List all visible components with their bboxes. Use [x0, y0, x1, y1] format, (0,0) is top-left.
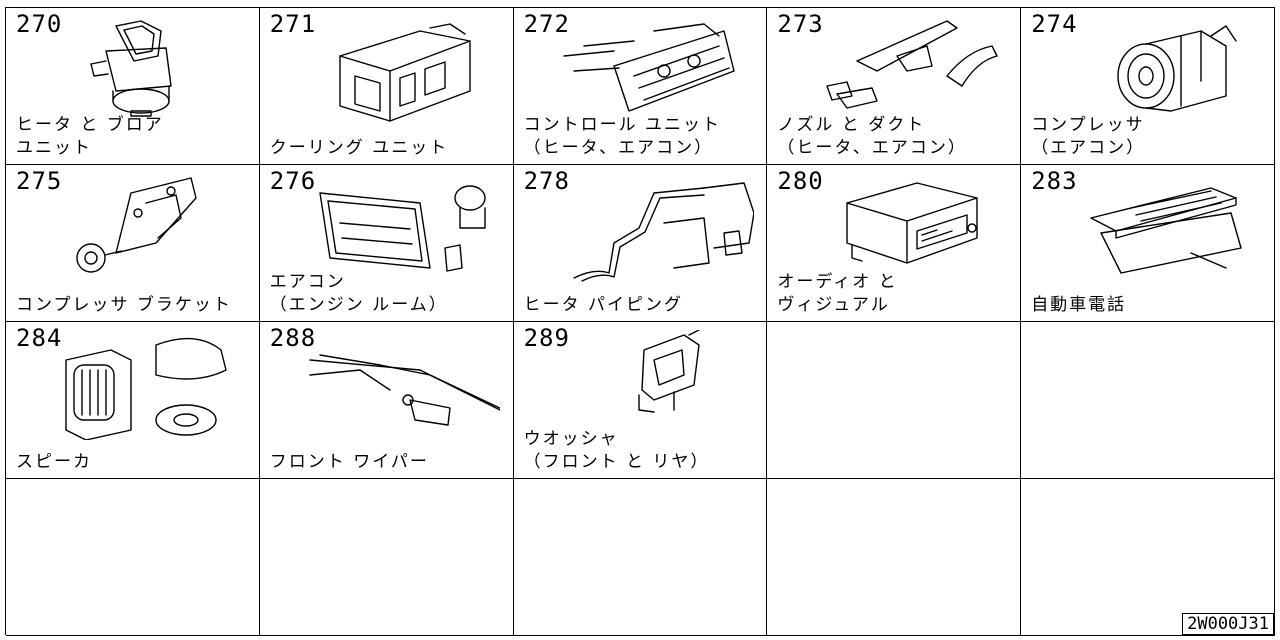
diagram-code: 2W000J31 [1182, 613, 1274, 635]
part-cell-278[interactable]: 278 ヒータ パイピング [513, 165, 768, 322]
part-label: ヒータ と ブロア ユニット [16, 115, 164, 158]
part-number: 276 [269, 167, 317, 195]
audio-visual-icon [807, 173, 1007, 283]
part-label: コンプレッサ （エアコン） [1031, 115, 1146, 158]
part-number: 280 [777, 167, 824, 195]
part-cell-273[interactable]: 273 ノズル と ダクト （ヒータ、エアコン） [767, 8, 1022, 165]
part-label: コンプレッサ ブラケット [16, 295, 232, 315]
compressor-bracket-icon [46, 173, 246, 283]
part-number: 271 [269, 10, 317, 38]
speaker-icon [46, 330, 246, 441]
heater-piping-icon [554, 173, 755, 283]
part-number: 275 [16, 167, 63, 195]
part-number: 289 [523, 324, 570, 352]
part-cell-274[interactable]: 274 コンプレッサ （エアコン） [1021, 8, 1275, 165]
empty-cell [259, 479, 514, 636]
compressor-icon [1061, 16, 1261, 126]
part-cell-288[interactable]: 288 フロント ワイパー [259, 322, 514, 479]
part-number: 270 [16, 10, 63, 38]
empty-cell [767, 479, 1022, 636]
part-number: 273 [777, 10, 824, 38]
part-cell-272[interactable]: 272 コントロール ユニット （ヒータ、エアコン） [513, 8, 768, 165]
part-cell-289[interactable]: 289 ウオッシャ （フロント と リヤ） [513, 322, 768, 479]
washer-icon [554, 329, 754, 440]
part-cell-271[interactable]: 271 クーリング ユニット [259, 8, 514, 165]
part-label: クーリング ユニット [269, 138, 449, 158]
part-cell-280[interactable]: 280 オーディオ と ヴィジュアル [767, 165, 1022, 322]
part-number: 283 [1031, 167, 1078, 195]
empty-cell [1021, 479, 1275, 636]
aircon-engine-room-icon [300, 173, 500, 283]
empty-cell [1021, 322, 1275, 479]
part-cell-276[interactable]: 276 エアコン （エンジン ルーム） [259, 165, 514, 322]
part-label: エアコン （エンジン ルーム） [269, 272, 448, 315]
cooling-unit-icon [300, 16, 500, 126]
part-number: 288 [269, 324, 317, 352]
heater-blower-unit-icon [46, 16, 246, 126]
part-cell-275[interactable]: 275 コンプレッサ ブラケット [6, 165, 260, 322]
part-label: オーディオ と ヴィジュアル [777, 272, 898, 315]
parts-catalog-grid: 270 ヒータ と ブロア ユニット 271 [5, 7, 1275, 636]
front-wiper-icon [300, 330, 513, 440]
part-label: フロント ワイパー [269, 452, 429, 472]
part-label: コントロール ユニット （ヒータ、エアコン） [523, 115, 721, 158]
part-number: 274 [1031, 10, 1078, 38]
part-label: ノズル と ダクト （ヒータ、エアコン） [777, 115, 967, 158]
part-label: ウオッシャ （フロント と リヤ） [523, 429, 710, 472]
empty-cell [767, 322, 1022, 479]
part-label: 自動車電話 [1031, 295, 1127, 315]
part-number: 284 [16, 324, 63, 352]
part-cell-270[interactable]: 270 ヒータ と ブロア ユニット [6, 8, 260, 165]
part-cell-283[interactable]: 283 自動車電話 [1021, 165, 1275, 322]
part-cell-284[interactable]: 284 スピーカ [6, 322, 260, 479]
car-phone-icon [1061, 173, 1261, 283]
part-label: ヒータ パイピング [523, 295, 683, 315]
empty-cell [513, 479, 768, 636]
part-number: 278 [523, 167, 570, 195]
control-unit-icon [554, 16, 754, 126]
empty-cell [6, 479, 260, 636]
nozzle-duct-icon [807, 16, 1007, 126]
part-label: スピーカ [16, 452, 92, 472]
part-number: 272 [523, 10, 570, 38]
